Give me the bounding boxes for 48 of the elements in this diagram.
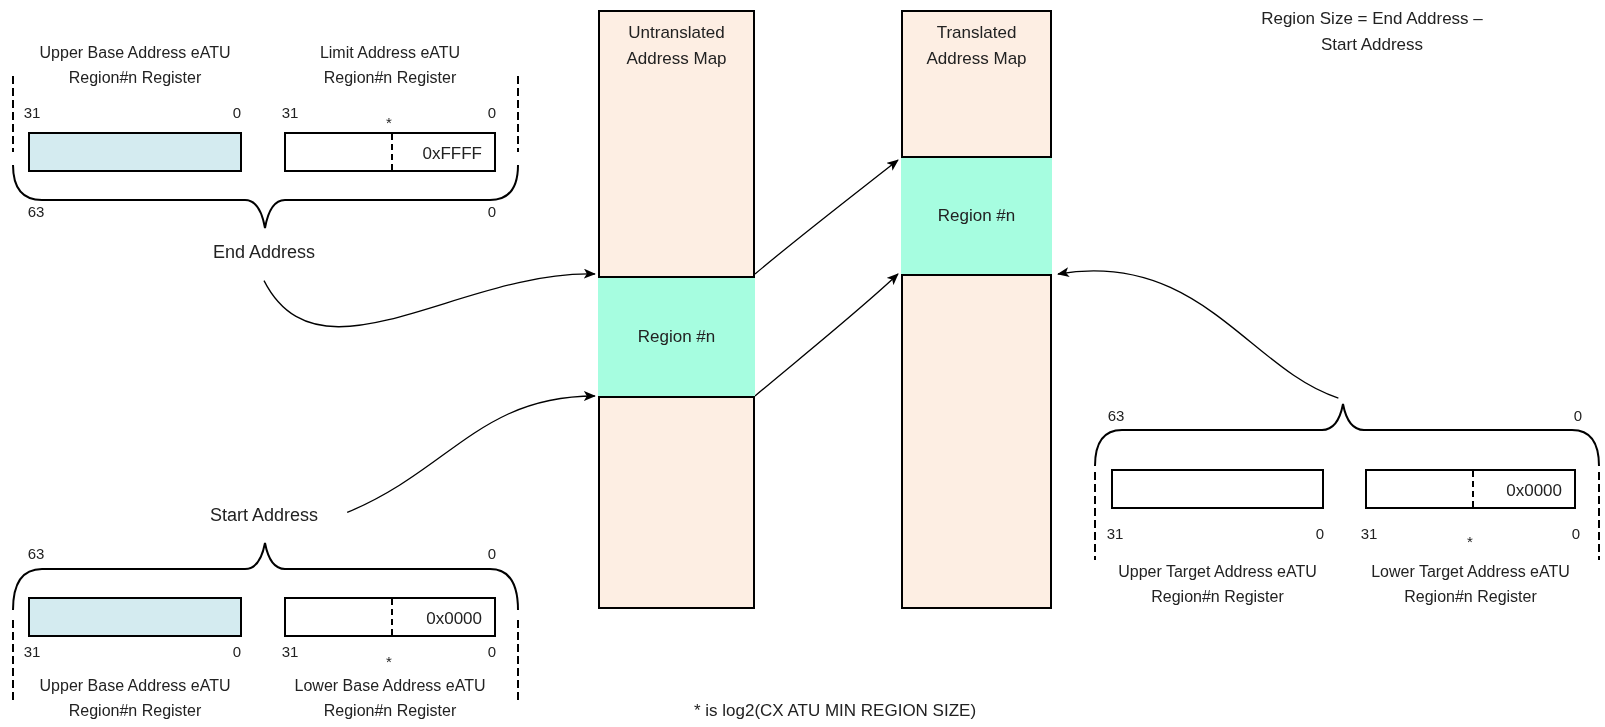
region-label: Region #n bbox=[637, 326, 716, 349]
bit-number: 63 bbox=[1107, 407, 1125, 425]
region-box bbox=[598, 276, 755, 398]
arrow bbox=[346, 391, 596, 514]
address-map-column bbox=[901, 10, 1052, 609]
register-title: Lower Base Address eATU Region#n Register bbox=[293, 676, 487, 721]
bit-number: * bbox=[386, 653, 392, 671]
arrow bbox=[1057, 268, 1339, 399]
register-title: Limit Address eATU Region#n Register bbox=[318, 43, 462, 88]
bit-number: 0 bbox=[487, 104, 497, 122]
register-value: 0xFFFF bbox=[422, 143, 482, 165]
arrow bbox=[754, 273, 899, 397]
register-title: Upper Target Address eATU Region#n Register bbox=[1117, 562, 1318, 607]
bit-number: 0 bbox=[1315, 525, 1325, 543]
register-title: Upper Base Address eATU Region#n Register bbox=[38, 43, 232, 88]
bit-number: 0 bbox=[487, 545, 497, 563]
register-value: 0x0000 bbox=[1506, 480, 1562, 502]
region-label: Region #n bbox=[937, 205, 1016, 228]
bit-number: * bbox=[1467, 533, 1473, 551]
bit-number: 31 bbox=[281, 104, 299, 122]
curly-brace bbox=[1094, 402, 1601, 468]
column-title: Translated Address Map bbox=[925, 22, 1028, 70]
column-title: Untranslated Address Map bbox=[625, 22, 728, 70]
bit-number: 31 bbox=[1360, 525, 1378, 543]
bit-number: 0 bbox=[232, 643, 242, 661]
bit-number: 0 bbox=[487, 203, 497, 221]
bit-number: 63 bbox=[27, 203, 45, 221]
bit-number: 31 bbox=[281, 643, 299, 661]
bit-number: 0 bbox=[1571, 525, 1581, 543]
register-title: Upper Base Address eATU Region#n Register bbox=[38, 676, 232, 721]
bit-number: 63 bbox=[27, 545, 45, 563]
bit-number: 0 bbox=[487, 643, 497, 661]
arrow bbox=[754, 159, 899, 275]
note-text: * is log2(CX ATU MIN REGION SIZE) bbox=[692, 700, 978, 722]
bit-number: 0 bbox=[1573, 407, 1583, 425]
register-value: 0x0000 bbox=[426, 608, 482, 630]
bit-number: 31 bbox=[23, 643, 41, 661]
bit-number: 31 bbox=[23, 104, 41, 122]
bit-number: * bbox=[386, 114, 392, 132]
address-label: Start Address bbox=[184, 502, 344, 528]
address-map-column bbox=[598, 10, 755, 609]
note-text: Region Size = End Address – Start Address bbox=[1260, 8, 1484, 56]
region-box bbox=[901, 156, 1052, 276]
bit-number: 0 bbox=[232, 104, 242, 122]
register-title: Lower Target Address eATU Region#n Register bbox=[1370, 562, 1571, 607]
address-label: End Address bbox=[184, 239, 344, 265]
arrow bbox=[263, 269, 596, 328]
bit-number: 31 bbox=[1106, 525, 1124, 543]
